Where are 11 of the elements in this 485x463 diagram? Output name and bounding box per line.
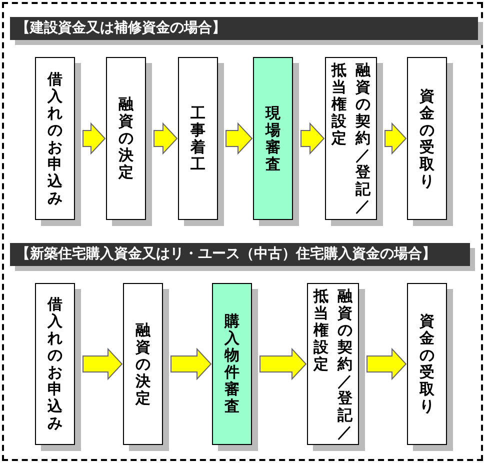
block-arrow (260, 348, 307, 380)
block-arrow (226, 122, 253, 155)
block-arrow (82, 122, 106, 155)
heading-band: 【建設資金又は補修資金の場合】 (10, 17, 478, 40)
heading-band: 【新築住宅購入資金又はリ・ユース（中古）住宅購入資金の場合】 (10, 243, 470, 266)
block-arrow (366, 348, 407, 380)
block-arrow (384, 122, 407, 155)
block-arrow (300, 122, 325, 155)
block-arrow (154, 122, 178, 155)
block-arrow (82, 348, 123, 380)
block-arrow (170, 348, 212, 380)
